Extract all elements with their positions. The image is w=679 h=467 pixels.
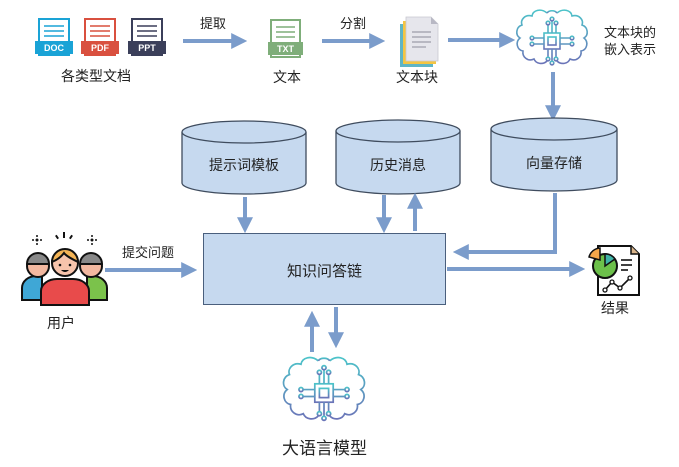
qa-chain-box: 知识问答链: [203, 233, 446, 305]
documents-label: 各类型文档: [61, 69, 131, 85]
txt-type-label: TXT: [277, 44, 295, 54]
history-cylinder: [335, 119, 461, 195]
txt-file-icon: [268, 19, 303, 58]
ppt-type-label: PPT: [138, 43, 156, 53]
result-label: 结果: [601, 301, 629, 317]
history-label: 历史消息: [370, 158, 426, 174]
prompt-template-cylinder: [181, 120, 307, 195]
result-report-icon: [588, 245, 640, 296]
embedding-label-line1: 文本块的: [604, 26, 657, 41]
text-chunks-icon: [400, 16, 439, 67]
vector-store-cylinder: [490, 117, 618, 192]
embedding-brain-icon: [516, 9, 588, 66]
llm-label: 大语言模型: [282, 439, 367, 459]
text-label: 文本: [273, 70, 301, 86]
embedding-label-line2: 嵌入表示: [604, 43, 657, 58]
llm-brain-icon: [282, 356, 366, 422]
doc-type-label: DOC: [44, 43, 65, 53]
split-label: 分割: [340, 17, 367, 32]
ppt-file-icon: [128, 18, 166, 56]
pdf-type-label: PDF: [91, 43, 110, 53]
qa-chain-label: 知识问答链: [286, 262, 362, 280]
users-icon: [21, 232, 108, 306]
doc-file-icon: [35, 18, 73, 56]
user-label: 用户: [47, 316, 75, 332]
text-chunks-label: 文本块: [396, 70, 438, 86]
extract-label: 提取: [200, 17, 227, 32]
submit-question-label: 提交问题: [122, 246, 175, 261]
prompt-template-label: 提示词模板: [209, 158, 279, 174]
vector-store-label: 向量存储: [526, 156, 582, 172]
vector-store-to-chain-arrow: [452, 193, 557, 260]
pdf-file-icon: [81, 18, 119, 56]
